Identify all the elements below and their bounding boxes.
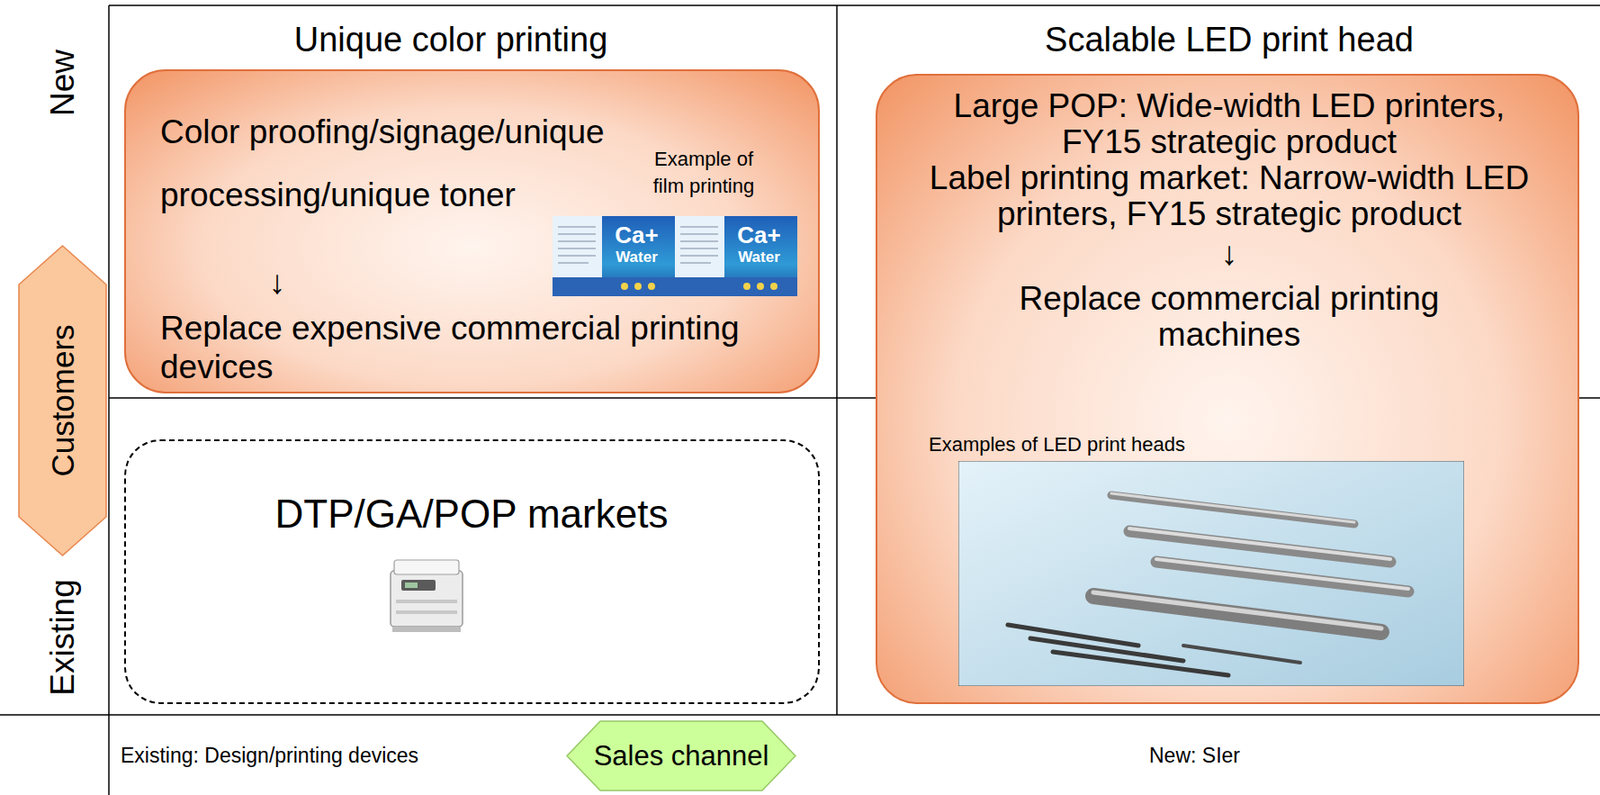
axis-hexagon: Sales channel <box>566 719 797 792</box>
film-print-text: Water <box>600 248 674 267</box>
axis-title: Customers <box>44 323 82 477</box>
axis-value: New <box>43 49 83 117</box>
quadrant-body: Large POP: Wide-width LED printers, FY15… <box>932 88 1527 161</box>
film-print-text: Water <box>722 248 796 267</box>
led-print-head-photo <box>958 460 1465 686</box>
film-print-text: Ca+ <box>600 221 674 249</box>
quadrant-heading: Unique color printing <box>90 18 811 61</box>
quadrant-heading: Scalable LED print head <box>869 18 1590 61</box>
market-label: DTP/GA/POP markets <box>125 490 818 538</box>
quadrant-result: Replace expensive commercial printing de… <box>160 308 791 387</box>
axis-value: Existing: Design/printing devices <box>120 742 544 768</box>
quadrant-box: Unique color printingColor proofing/sign… <box>124 69 820 394</box>
picture-caption: Examples of LED print heads <box>928 432 1307 457</box>
axis-value: New: SIer <box>1149 742 1384 768</box>
picture-caption: Example of film printing <box>640 145 767 200</box>
axis-hexagon: Customers <box>17 244 108 557</box>
down-arrow: ↓ <box>1211 233 1248 274</box>
axis-value: Existing <box>43 578 83 696</box>
film-print-text: Ca+ <box>722 221 796 249</box>
printer-illustration <box>381 552 472 635</box>
quadrant-body: Color proofing/signage/unique processing… <box>160 100 633 227</box>
down-arrow: ↓ <box>259 264 296 301</box>
quadrant-body: Label printing market: Narrow-width LED … <box>905 160 1554 233</box>
quadrant-result: Replace commercial printing machines <box>986 280 1473 353</box>
quadrant-box: Scalable LED print headLarge POP: Wide-w… <box>875 73 1580 704</box>
market-box: DTP/GA/POP markets <box>124 439 820 704</box>
axis-title: Sales channel <box>566 737 797 774</box>
